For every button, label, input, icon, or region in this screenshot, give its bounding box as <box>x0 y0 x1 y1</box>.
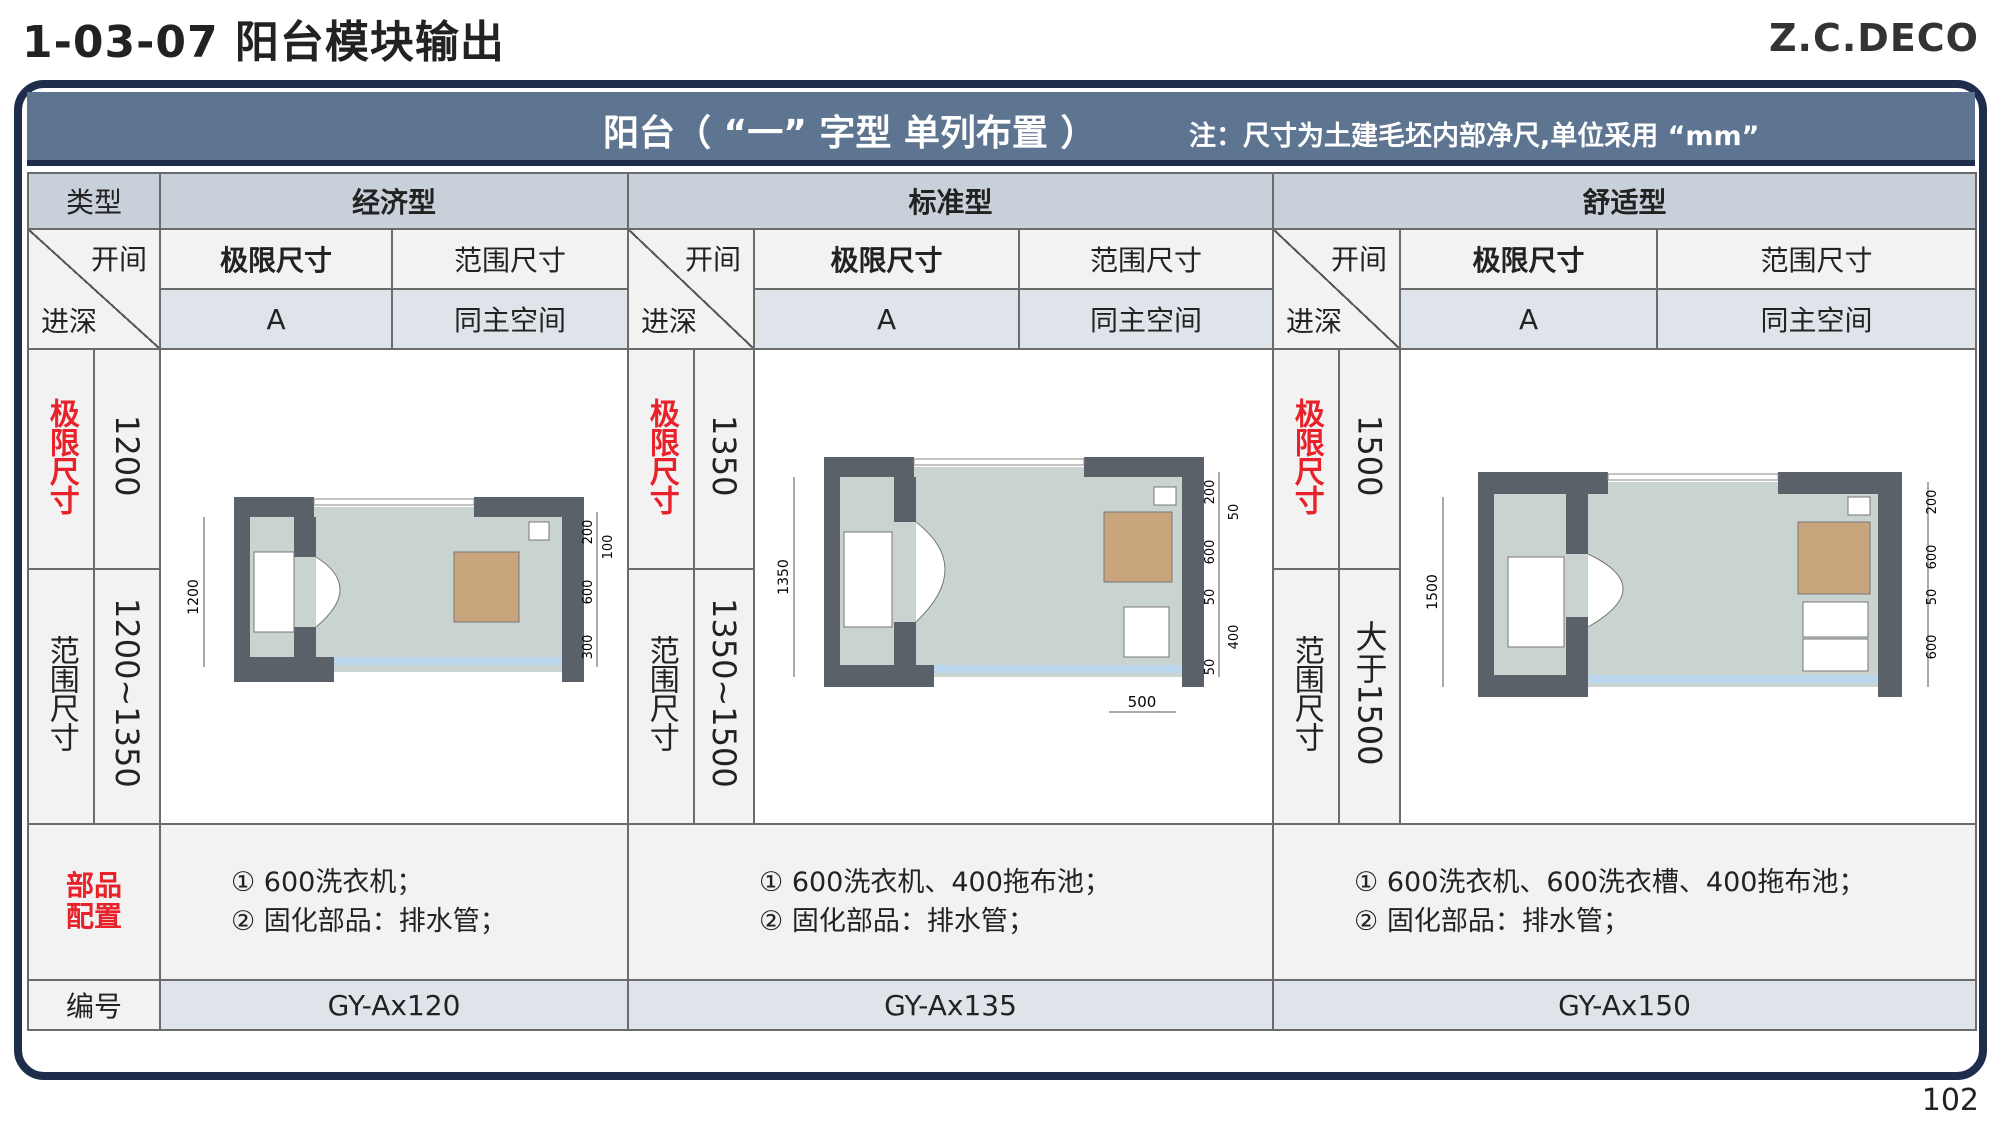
table-header-bar: 阳台（ “一” 字型 单列布置 ） 注：尺寸为土建毛坯内部净尺,单位采用 “mm… <box>27 92 1975 166</box>
col-name-standard: 标准型 <box>627 172 1275 230</box>
limit-width-label-3: 极限尺寸 <box>1399 228 1659 290</box>
plan-dim-50b: 50 <box>1203 658 1218 675</box>
table-title: 阳台（ “一” 字型 单列布置 ） <box>603 113 1097 154</box>
range-width-label-3: 范围尺寸 <box>1656 228 1978 290</box>
limit-depth-label-3: 极限尺寸 <box>1272 348 1341 570</box>
diag-cell-3: 开间进深 <box>1272 228 1402 350</box>
range-depth-value-3: 大于1500 <box>1338 568 1402 825</box>
limit-depth-label-2: 极限尺寸 <box>627 348 696 570</box>
code-label: 编号 <box>26 979 162 1031</box>
parts-label: 部品配置 <box>26 823 162 981</box>
plan-depth-dim: 1200 <box>186 579 202 615</box>
range-depth-label-2: 范围尺寸 <box>627 568 696 825</box>
range-depth-label-1: 范围尺寸 <box>27 568 95 825</box>
limit-depth-label-1: 极限尺寸 <box>27 348 95 570</box>
brand-logo: Z.C.DECO <box>1768 16 1979 60</box>
parts-line: ① 600洗衣机； <box>231 866 424 898</box>
limit-depth-value-3: 1500 <box>1338 348 1402 570</box>
page-number: 102 <box>1921 1083 1979 1118</box>
plan-dim-600: 600 <box>581 579 596 604</box>
plan-dim-400: 400 <box>1227 624 1242 649</box>
plan-standard: 1350 200 600 50 50 400 50 500 <box>753 348 1275 825</box>
col-name-economy: 经济型 <box>159 172 630 230</box>
plan-depth-dim: 1500 <box>1425 574 1441 610</box>
code-comfort: GY-Ax150 <box>1272 979 1978 1031</box>
type-label: 类型 <box>26 172 162 230</box>
diag-cell-1: 开间进深 <box>26 228 162 350</box>
range-depth-label-3: 范围尺寸 <box>1272 568 1341 825</box>
plan-dim-600b: 600 <box>1925 634 1940 659</box>
width-header-row: 开间进深 极限尺寸 范围尺寸 开间进深 极限尺寸 范围尺寸 开间进深 极限尺寸 … <box>26 228 1978 350</box>
balcony-plan-standard: 1350 200 600 50 50 400 50 500 <box>776 456 1242 712</box>
plan-comfort: 1500 200 600 50 600 <box>1399 348 1978 825</box>
parts-row: 部品配置 ① 600洗衣机； ② 固化部品：排水管； ① 600洗衣机、400拖… <box>26 823 1978 981</box>
limit-width-label-2: 极限尺寸 <box>753 228 1021 290</box>
type-row: 类型 经济型 标准型 舒适型 <box>26 172 1978 230</box>
plan-dim-50c: 50 <box>1227 503 1242 520</box>
code-row: 编号 GY-Ax120 GY-Ax135 GY-Ax150 <box>26 979 1978 1031</box>
parts-line: ① 600洗衣机、400拖布池； <box>759 866 1111 898</box>
range-width-value-2: 同主空间 <box>1018 288 1275 350</box>
jinshen-label: 进深 <box>41 305 98 338</box>
diag-cell-2: 开间进深 <box>627 228 756 350</box>
limit-width-label-1: 极限尺寸 <box>159 228 394 290</box>
limit-depth-value-2: 1350 <box>693 348 756 570</box>
range-depth-row: 范围尺寸 1200~1350 范围尺寸 1350~1500 范围尺寸 大于150… <box>27 568 1976 825</box>
module-table: 类型 经济型 标准型 舒适型 开间进深 极限尺寸 范围尺寸 开间进深 极限尺寸 … <box>26 172 1978 1031</box>
parts-line: ② 固化部品：排水管； <box>1354 906 1630 937</box>
col-name-comfort: 舒适型 <box>1272 172 1978 230</box>
kaijian-label: 开间 <box>91 243 148 276</box>
parts-line: ① 600洗衣机、600洗衣槽、400拖布池； <box>1354 866 1866 898</box>
plan-dim-50a: 50 <box>1203 588 1218 605</box>
range-depth-value-1: 1200~1350 <box>92 568 162 825</box>
limit-depth-row: 极限尺寸 1200 <box>27 348 1978 825</box>
jinshen-label: 进深 <box>641 305 698 338</box>
balcony-plan-economy: 1200 200 600 300 100 <box>186 496 614 682</box>
range-width-value-1: 同主空间 <box>391 288 630 350</box>
range-width-label-2: 范围尺寸 <box>1018 228 1275 290</box>
limit-width-value-1: A <box>159 288 394 350</box>
parts-line: ② 固化部品：排水管； <box>231 906 507 937</box>
limit-width-value-3: A <box>1399 288 1659 350</box>
plan-dim-500: 500 <box>1127 693 1156 711</box>
plan-dim-600: 600 <box>1203 539 1218 564</box>
unit-note: 注：尺寸为土建毛坯内部净尺,单位采用 “mm” <box>1189 121 1760 152</box>
parts-standard: ① 600洗衣机、400拖布池； ② 固化部品：排水管； <box>627 823 1275 981</box>
parts-comfort: ① 600洗衣机、600洗衣槽、400拖布池； ② 固化部品：排水管； <box>1272 823 1978 981</box>
parts-line: ② 固化部品：排水管； <box>759 906 1035 937</box>
kaijian-label: 开间 <box>685 243 742 276</box>
limit-depth-value-1: 1200 <box>92 348 162 570</box>
code-economy: GY-Ax120 <box>159 979 630 1031</box>
plan-depth-dim: 1350 <box>776 559 792 595</box>
plan-dim-600a: 600 <box>1925 544 1940 569</box>
plan-dim-200: 200 <box>581 519 596 544</box>
limit-width-value-2: A <box>753 288 1021 350</box>
range-width-label-1: 范围尺寸 <box>391 228 630 290</box>
plan-dim-100: 100 <box>601 534 614 559</box>
page-title: 1-03-07 阳台模块输出 <box>22 17 505 68</box>
plan-economy: 1200 200 600 300 100 <box>159 348 630 825</box>
range-width-value-3: 同主空间 <box>1656 288 1978 350</box>
plan-dim-300: 300 <box>581 634 596 659</box>
width-value-row: A 同主空间 A 同主空间 A 同主空间 <box>28 288 1978 350</box>
content-frame <box>14 80 1987 1080</box>
spec-sheet: 阳台（ “一” 字型 单列布置 ） 注：尺寸为土建毛坯内部净尺,单位采用 “mm… <box>26 92 1978 1032</box>
code-standard: GY-Ax135 <box>627 979 1275 1031</box>
range-depth-value-2: 1350~1500 <box>693 568 756 825</box>
jinshen-label: 进深 <box>1286 305 1343 338</box>
plan-dim-200: 200 <box>1925 489 1940 514</box>
plan-dim-50: 50 <box>1925 588 1940 605</box>
balcony-plan-comfort: 1500 200 600 50 600 <box>1425 471 1940 697</box>
kaijian-label: 开间 <box>1331 243 1388 276</box>
plan-dim-200: 200 <box>1203 479 1218 504</box>
parts-economy: ① 600洗衣机； ② 固化部品：排水管； <box>159 823 630 981</box>
